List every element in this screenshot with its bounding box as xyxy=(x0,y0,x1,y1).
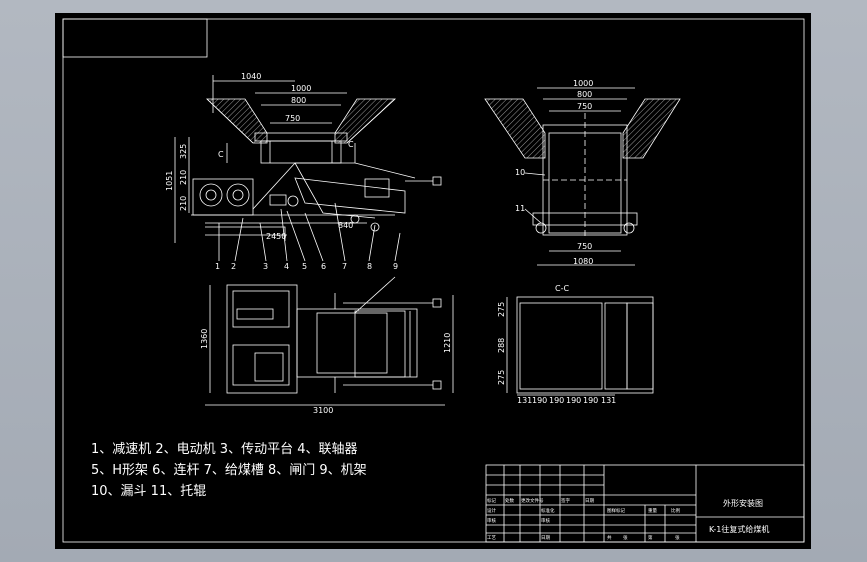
svg-text:750: 750 xyxy=(577,242,592,251)
svg-text:签字: 签字 xyxy=(561,497,570,504)
svg-text:1080: 1080 xyxy=(573,257,593,266)
svg-text:标记: 标记 xyxy=(487,497,496,504)
svg-text:1360: 1360 xyxy=(200,329,209,349)
svg-text:5: 5 xyxy=(302,262,307,271)
svg-text:2450: 2450 xyxy=(266,232,286,241)
svg-text:3100: 3100 xyxy=(313,406,333,415)
svg-text:比例: 比例 xyxy=(671,507,680,514)
side-view: 1000 800 750 750 1080 10 11 xyxy=(484,79,681,266)
svg-text:3: 3 xyxy=(263,262,268,271)
svg-text:275: 275 xyxy=(497,302,506,317)
svg-text:210: 210 xyxy=(179,196,188,211)
svg-text:7: 7 xyxy=(342,262,347,271)
svg-text:1: 1 xyxy=(215,262,220,271)
svg-text:更改文件号: 更改文件号 xyxy=(521,497,544,504)
plan-view: 1360 1210 3100 xyxy=(200,276,454,415)
svg-text:190: 190 xyxy=(549,396,564,405)
svg-text:325: 325 xyxy=(179,144,188,159)
svg-text:190: 190 xyxy=(566,396,581,405)
svg-text:8: 8 xyxy=(367,262,372,271)
svg-text:750: 750 xyxy=(577,102,592,111)
front-view: 1040 1000 800 750 1051 325 210 210 xyxy=(165,72,442,271)
svg-text:1000: 1000 xyxy=(573,79,593,88)
svg-text:共: 共 xyxy=(607,534,612,541)
svg-text:设计: 设计 xyxy=(487,507,496,514)
svg-text:10: 10 xyxy=(515,168,525,177)
svg-text:第: 第 xyxy=(648,534,653,541)
svg-text:2: 2 xyxy=(231,262,236,271)
svg-text:131: 131 xyxy=(517,396,532,405)
svg-text:工艺: 工艺 xyxy=(487,535,496,541)
svg-text:审核: 审核 xyxy=(541,517,550,524)
drawing-svg: 1040 1000 800 750 1051 325 210 210 xyxy=(62,18,805,543)
svg-text:840: 840 xyxy=(338,221,353,230)
svg-text:张: 张 xyxy=(623,534,628,541)
svg-text:张: 张 xyxy=(675,534,680,541)
svg-text:审核: 审核 xyxy=(487,517,496,524)
drawing-border xyxy=(62,18,805,543)
svg-text:275: 275 xyxy=(497,370,506,385)
section-view: C-C 275 288 275 131 190 190 190 190 131 xyxy=(497,284,654,405)
svg-text:标准化: 标准化 xyxy=(541,507,555,514)
svg-text:1000: 1000 xyxy=(291,84,311,93)
svg-text:1、减速机 2、电动机 3、传动平台 4、联轴器: 1、减速机 2、电动机 3、传动平台 4、联轴器 xyxy=(91,442,357,457)
svg-text:9: 9 xyxy=(393,262,398,271)
svg-text:C: C xyxy=(218,150,224,159)
svg-text:重量: 重量 xyxy=(648,507,657,514)
svg-text:190: 190 xyxy=(532,396,547,405)
svg-text:日期: 日期 xyxy=(585,498,594,504)
svg-text:800: 800 xyxy=(291,96,306,105)
svg-text:4: 4 xyxy=(284,262,289,271)
svg-text:处数: 处数 xyxy=(505,497,514,504)
svg-text:1210: 1210 xyxy=(443,333,452,353)
svg-text:1040: 1040 xyxy=(241,72,261,81)
svg-text:日期: 日期 xyxy=(541,535,550,541)
code-box xyxy=(62,18,208,58)
svg-text:C-C: C-C xyxy=(555,284,569,293)
svg-text:1051: 1051 xyxy=(165,171,174,191)
svg-text:800: 800 xyxy=(577,90,592,99)
svg-text:750: 750 xyxy=(285,114,300,123)
title-block: 标记 处数 更改文件号 签字 日期 设计 标准化 审核 审核 工艺 日期 图样标… xyxy=(485,464,805,543)
svg-text:11: 11 xyxy=(515,204,525,213)
svg-text:210: 210 xyxy=(179,170,188,185)
svg-text:10、漏斗 11、托辊: 10、漏斗 11、托辊 xyxy=(91,483,206,499)
drawing-subtitle: K-1往复式给煤机 xyxy=(709,524,769,534)
svg-text:图样标记: 图样标记 xyxy=(607,507,625,514)
svg-text:131: 131 xyxy=(601,396,616,405)
svg-text:190: 190 xyxy=(583,396,598,405)
drawing-title: 外形安装图 xyxy=(723,498,763,508)
svg-text:6: 6 xyxy=(321,262,326,271)
svg-text:C: C xyxy=(348,140,354,149)
drawing-canvas[interactable]: 1040 1000 800 750 1051 325 210 210 xyxy=(55,13,811,549)
svg-text:288: 288 xyxy=(497,338,506,353)
svg-text:5、H形架 6、连杆 7、给煤槽 8、闸门 9、机架: 5、H形架 6、连杆 7、给煤槽 8、闸门 9、机架 xyxy=(91,462,367,478)
parts-legend: 1、减速机 2、电动机 3、传动平台 4、联轴器 5、H形架 6、连杆 7、给煤… xyxy=(91,442,367,499)
